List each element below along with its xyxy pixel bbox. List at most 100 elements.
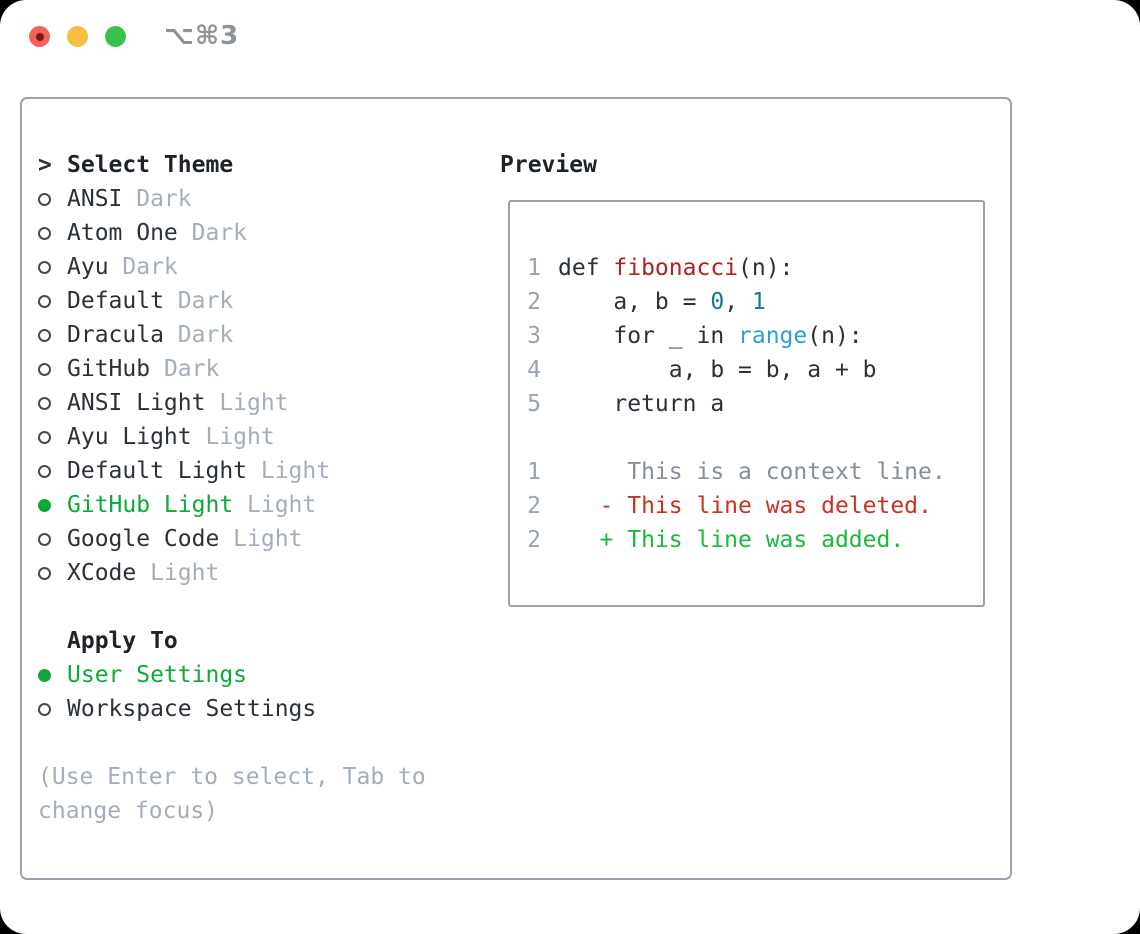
theme-option-dracula[interactable]: Dracula Dark <box>38 318 426 352</box>
code-text: def fibonacci(n): <box>558 255 793 281</box>
radio-unselected-icon <box>38 532 51 546</box>
code-line: 2 a, b = 0, 1 <box>527 285 946 319</box>
help-text-line: (Use Enter to select, Tab to <box>38 764 426 790</box>
radio-unselected-icon <box>38 260 51 274</box>
apply-to-heading: Apply To <box>38 624 426 658</box>
option-label: ANSI <box>67 186 123 212</box>
theme-option-xcode[interactable]: XCode Light <box>38 556 426 590</box>
code-line: 1 This is a context line. <box>527 455 946 489</box>
token-code: (n): <box>807 323 863 349</box>
radio-unselected-icon <box>38 702 51 716</box>
apply-option-user-settings[interactable]: User Settings <box>38 658 426 692</box>
code-text: + This line was added. <box>558 527 905 553</box>
line-number: 4 <box>527 357 541 383</box>
theme-option-ayu-light[interactable]: Ayu Light Light <box>38 420 426 454</box>
code-text: - This line was deleted. <box>558 493 932 519</box>
option-variant-label: Dark <box>177 220 248 246</box>
theme-list-header: > Select Theme <box>38 148 426 182</box>
token-code: (n): <box>738 255 794 281</box>
radio-unselected-icon <box>38 430 51 444</box>
theme-option-ansi[interactable]: ANSI Dark <box>38 182 426 216</box>
line-number: 2 <box>527 493 541 519</box>
window-shortcut-label: ⌥⌘3 <box>164 21 240 51</box>
option-label: Atom One <box>67 220 178 246</box>
token-code: return a <box>558 391 725 417</box>
option-label: XCode <box>67 560 137 586</box>
theme-option-github[interactable]: GitHub Dark <box>38 352 426 386</box>
token-code: def <box>558 255 614 281</box>
option-variant-label: Light <box>247 458 331 484</box>
option-variant-label: Light <box>205 390 289 416</box>
theme-option-atom-one[interactable]: Atom One Dark <box>38 216 426 250</box>
line-number: 5 <box>527 391 541 417</box>
radio-unselected-icon <box>38 192 51 206</box>
code-line: 2 + This line was added. <box>527 523 946 557</box>
radio-unselected-icon <box>38 328 51 342</box>
option-variant-label: Light <box>191 424 275 450</box>
option-label: User Settings <box>67 662 248 688</box>
theme-option-ayu[interactable]: Ayu Dark <box>38 250 426 284</box>
token-code: a, b = b, a + b <box>558 357 877 383</box>
code-line: 5 return a <box>527 387 946 421</box>
titlebar: ⌥⌘3 <box>0 0 1140 74</box>
token-del: - This line was deleted. <box>558 493 932 519</box>
token-builtin: range <box>738 323 808 349</box>
preview-heading: Preview <box>500 152 597 178</box>
theme-list-title: Select Theme <box>67 152 234 178</box>
spacer-row <box>38 590 426 624</box>
apply-option-workspace-settings[interactable]: Workspace Settings <box>38 692 426 726</box>
theme-option-google-code[interactable]: Google Code Light <box>38 522 426 556</box>
code-text: return a <box>558 391 724 417</box>
token-func: fibonacci <box>613 255 739 281</box>
option-variant-label: Light <box>219 526 303 552</box>
close-dot-icon <box>35 32 44 41</box>
help-text-line: change focus) <box>38 798 219 824</box>
option-variant-label: Light <box>136 560 220 586</box>
line-number: 1 <box>527 459 541 485</box>
radio-unselected-icon <box>38 464 51 478</box>
line-number: 3 <box>527 323 541 349</box>
line-number: 2 <box>527 527 541 553</box>
selection-caret-icon: > <box>38 152 52 178</box>
radio-unselected-icon <box>38 226 51 240</box>
option-label: Ayu Light <box>67 424 192 450</box>
token-context: This is a context line. <box>558 459 946 485</box>
token-num: 1 <box>751 289 766 315</box>
theme-option-ansi-light[interactable]: ANSI Light Light <box>38 386 426 420</box>
token-code: a, b = <box>558 289 711 315</box>
theme-option-default-light[interactable]: Default Light Light <box>38 454 426 488</box>
option-label: ANSI Light <box>67 390 206 416</box>
minimize-button[interactable] <box>67 26 88 47</box>
code-text: This is a context line. <box>558 459 946 485</box>
code-line: 2 - This line was deleted. <box>527 489 946 523</box>
radio-unselected-icon <box>38 566 51 580</box>
option-label: GitHub Light <box>67 492 234 518</box>
option-label: Default <box>67 288 164 314</box>
token-num: 0 <box>710 289 725 315</box>
option-label: Dracula <box>67 322 164 348</box>
option-variant-label: Dark <box>108 254 178 280</box>
theme-option-default[interactable]: Default Dark <box>38 284 426 318</box>
code-text: a, b = 0, 1 <box>558 289 766 315</box>
option-label: Ayu <box>67 254 109 280</box>
option-label: Workspace Settings <box>67 696 317 722</box>
code-line: 3 for _ in range(n): <box>527 319 946 353</box>
zoom-button[interactable] <box>105 26 126 47</box>
apply-to-label: Apply To <box>67 628 178 654</box>
option-label: Default Light <box>67 458 248 484</box>
option-variant-label: Dark <box>150 356 220 382</box>
radio-selected-icon <box>38 668 51 682</box>
line-number: 2 <box>527 289 541 315</box>
option-variant-label: Dark <box>122 186 192 212</box>
code-line <box>527 421 946 455</box>
option-label: GitHub <box>67 356 151 382</box>
close-button[interactable] <box>29 26 50 47</box>
code-text: a, b = b, a + b <box>558 357 877 383</box>
option-variant-label: Dark <box>163 322 234 348</box>
theme-option-github-light[interactable]: GitHub Light Light <box>38 488 426 522</box>
code-text: for _ in range(n): <box>558 323 863 349</box>
